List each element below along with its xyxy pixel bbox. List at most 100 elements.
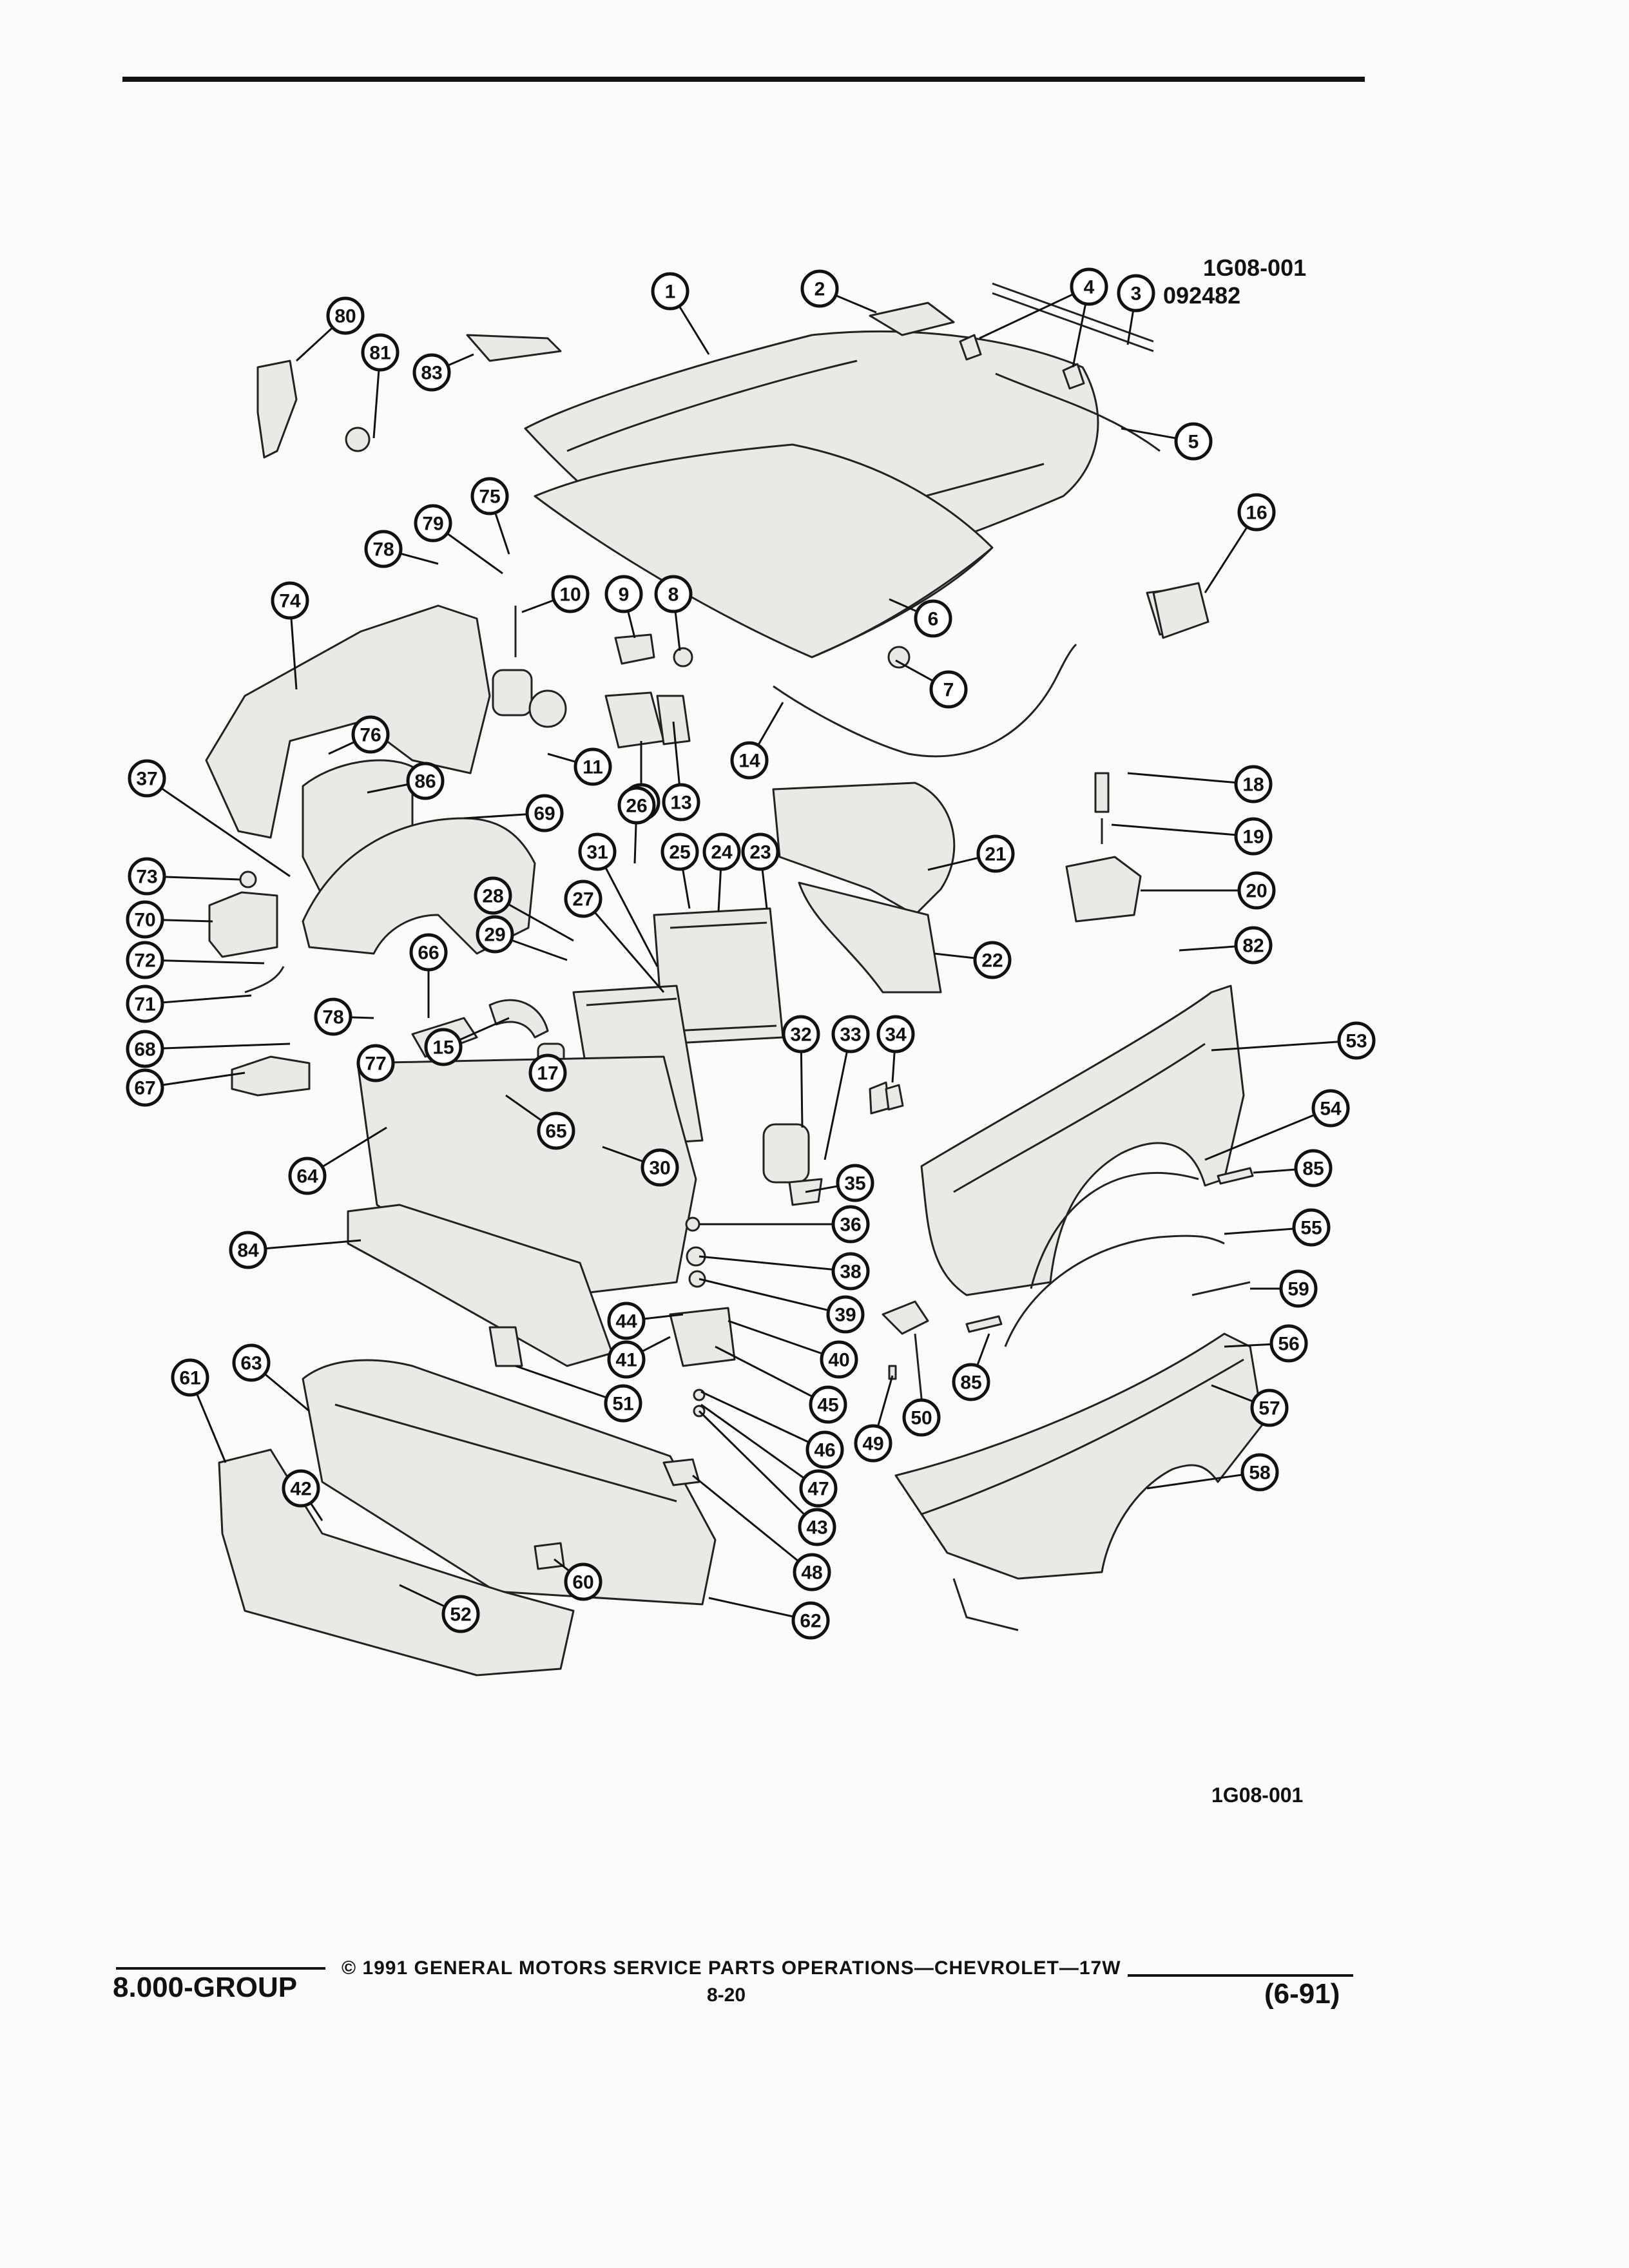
callout-number: 70 [134,910,155,931]
callout-number: 57 [1258,1398,1280,1419]
callout-number: 78 [372,539,394,561]
figure-code-sub: 092482 [1163,282,1241,309]
callout-number: 72 [134,950,155,972]
callout-number: 35 [844,1173,865,1195]
leader-line [728,1320,840,1361]
callout-29: 29 [476,915,514,954]
callout-number: 2 [815,279,825,300]
callout-10: 10 [551,575,590,613]
callout-78: 78 [364,530,403,568]
hood-drawing [524,330,1099,658]
callout-number: 61 [179,1368,200,1389]
callout-number: 46 [814,1440,835,1461]
callout-86: 86 [406,762,445,800]
leader-line [698,1410,818,1528]
callout-76: 76 [351,715,390,754]
callout-number: 71 [134,994,155,1015]
washer-drawing [1065,585,1206,923]
callout-number: 26 [626,796,647,817]
release-cable-drawing [773,643,1077,758]
callout-26: 26 [617,786,656,825]
callout-18: 18 [1234,765,1273,803]
leader-line [1127,772,1254,785]
callout-number: 55 [1300,1218,1322,1239]
callout-number: 31 [586,842,608,863]
callout-number: 41 [615,1350,637,1371]
leader-line [824,1033,852,1160]
callout-69: 69 [525,794,564,832]
callout-number: 66 [418,943,439,964]
callout-62: 62 [791,1601,830,1640]
callout-11: 11 [574,747,612,786]
callout-number: 37 [136,769,157,790]
callout-number: 85 [960,1372,981,1394]
callout-number: 82 [1242,936,1264,957]
callout-51: 51 [604,1384,642,1423]
callout-54: 54 [1311,1089,1350,1128]
callout-55: 55 [1292,1208,1331,1247]
figure-code-bottom: 1G08-001 [1211,1783,1304,1807]
callout-number: 48 [801,1562,822,1584]
hood-latch-drawing [492,606,911,749]
callout-4: 4 [1070,267,1108,306]
callout-65: 65 [537,1111,575,1150]
callout-number: 19 [1242,827,1264,848]
callout-61: 61 [171,1358,209,1397]
callout-number: 65 [545,1121,566,1142]
callout-39: 39 [826,1295,865,1334]
callout-59: 59 [1279,1269,1318,1308]
callout-46: 46 [805,1430,844,1469]
leader-line [700,1403,819,1490]
callout-5: 5 [1174,422,1213,461]
callout-number: 32 [790,1024,811,1046]
fender-flare-drawing [894,1235,1264,1631]
callout-number: 86 [414,771,436,793]
leader-line [144,1043,291,1050]
leader-line [700,1390,825,1451]
callout-36: 36 [831,1205,870,1244]
callout-number: 85 [1302,1158,1324,1180]
callout-number: 34 [885,1024,907,1046]
callout-80: 80 [326,296,365,335]
callout-70: 70 [126,900,164,939]
callout-7: 7 [929,670,968,709]
callout-6: 6 [914,599,952,638]
callout-number: 38 [840,1262,861,1283]
callout-25: 25 [660,832,699,871]
callout-78: 78 [314,997,352,1036]
callout-28: 28 [474,876,512,915]
callout-85: 85 [952,1363,990,1401]
callout-75: 75 [470,477,509,515]
callout-number: 36 [840,1215,861,1236]
callout-82: 82 [1234,926,1273,965]
callout-number: 24 [711,842,733,863]
callout-number: 67 [134,1078,155,1099]
callout-32: 32 [782,1015,820,1053]
callout-67: 67 [126,1068,164,1107]
callout-number: 5 [1188,432,1199,453]
leader-line [1204,1107,1331,1161]
callout-number: 64 [296,1166,318,1187]
callout-2: 2 [800,269,839,308]
callout-79: 79 [414,504,452,543]
leader-line [596,851,659,967]
leader-line [699,1255,851,1273]
callout-15: 15 [424,1028,463,1066]
callout-number: 45 [817,1395,838,1416]
footer-group: 8.000-GROUP [113,1972,298,2003]
callout-number: 63 [240,1353,262,1374]
footer-date: (6-91) [1264,1978,1340,2010]
callout-bubbles: 1234567891011121314151617181920212223242… [126,267,1376,1640]
leader-line [979,285,1090,340]
callout-number: 28 [482,886,503,907]
leader-line [146,777,291,878]
callout-number: 62 [800,1611,821,1632]
leader-line [1111,823,1254,838]
callout-56: 56 [1269,1324,1308,1363]
callout-53: 53 [1337,1021,1376,1060]
callout-49: 49 [854,1424,892,1463]
callout-number: 30 [649,1158,670,1179]
callout-83: 83 [412,353,451,392]
